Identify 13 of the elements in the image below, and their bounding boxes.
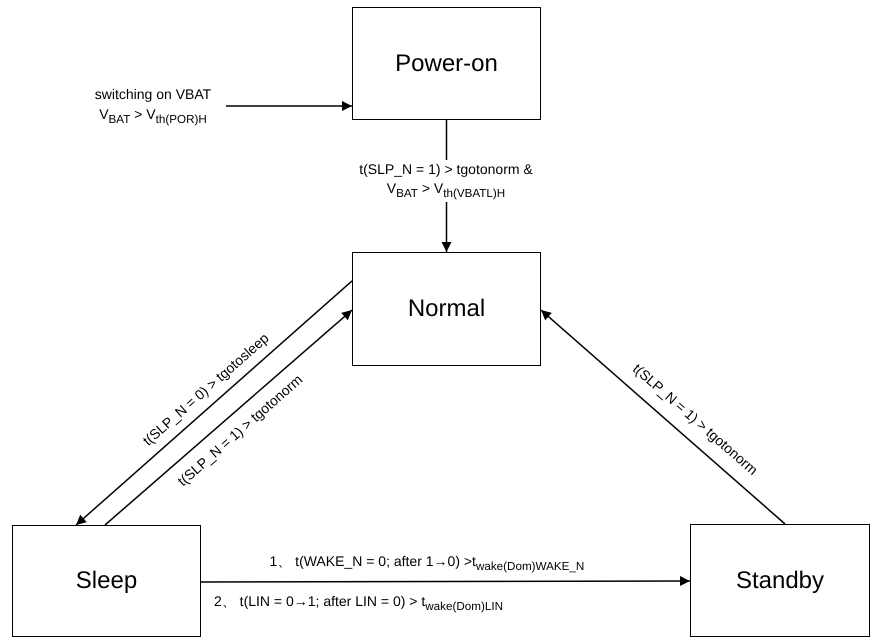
arrow	[226, 101, 352, 111]
arrow	[201, 576, 690, 586]
state-box: Sleep	[12, 525, 201, 637]
state-box: Normal	[352, 252, 541, 366]
state-box: Standby	[690, 524, 870, 637]
condition-text: 2、 t(LIN = 0→1; after LIN = 0) > t$_{wake(Dom)LIN}$	[214, 592, 503, 615]
state-box: Power-on	[352, 7, 541, 120]
condition-text: switching on VBAT	[94, 85, 212, 104]
condition-text: V$_{BAT}$ > V$_{th(POR)H}$	[98, 105, 208, 128]
arrow	[540, 309, 786, 525]
arrow	[76, 280, 352, 526]
arrow	[104, 309, 352, 526]
edge-label: 1、 t(WAKE_N = 0; after 1→0) >t$_{wake(Dom)WAKE_N}$	[270, 552, 584, 575]
